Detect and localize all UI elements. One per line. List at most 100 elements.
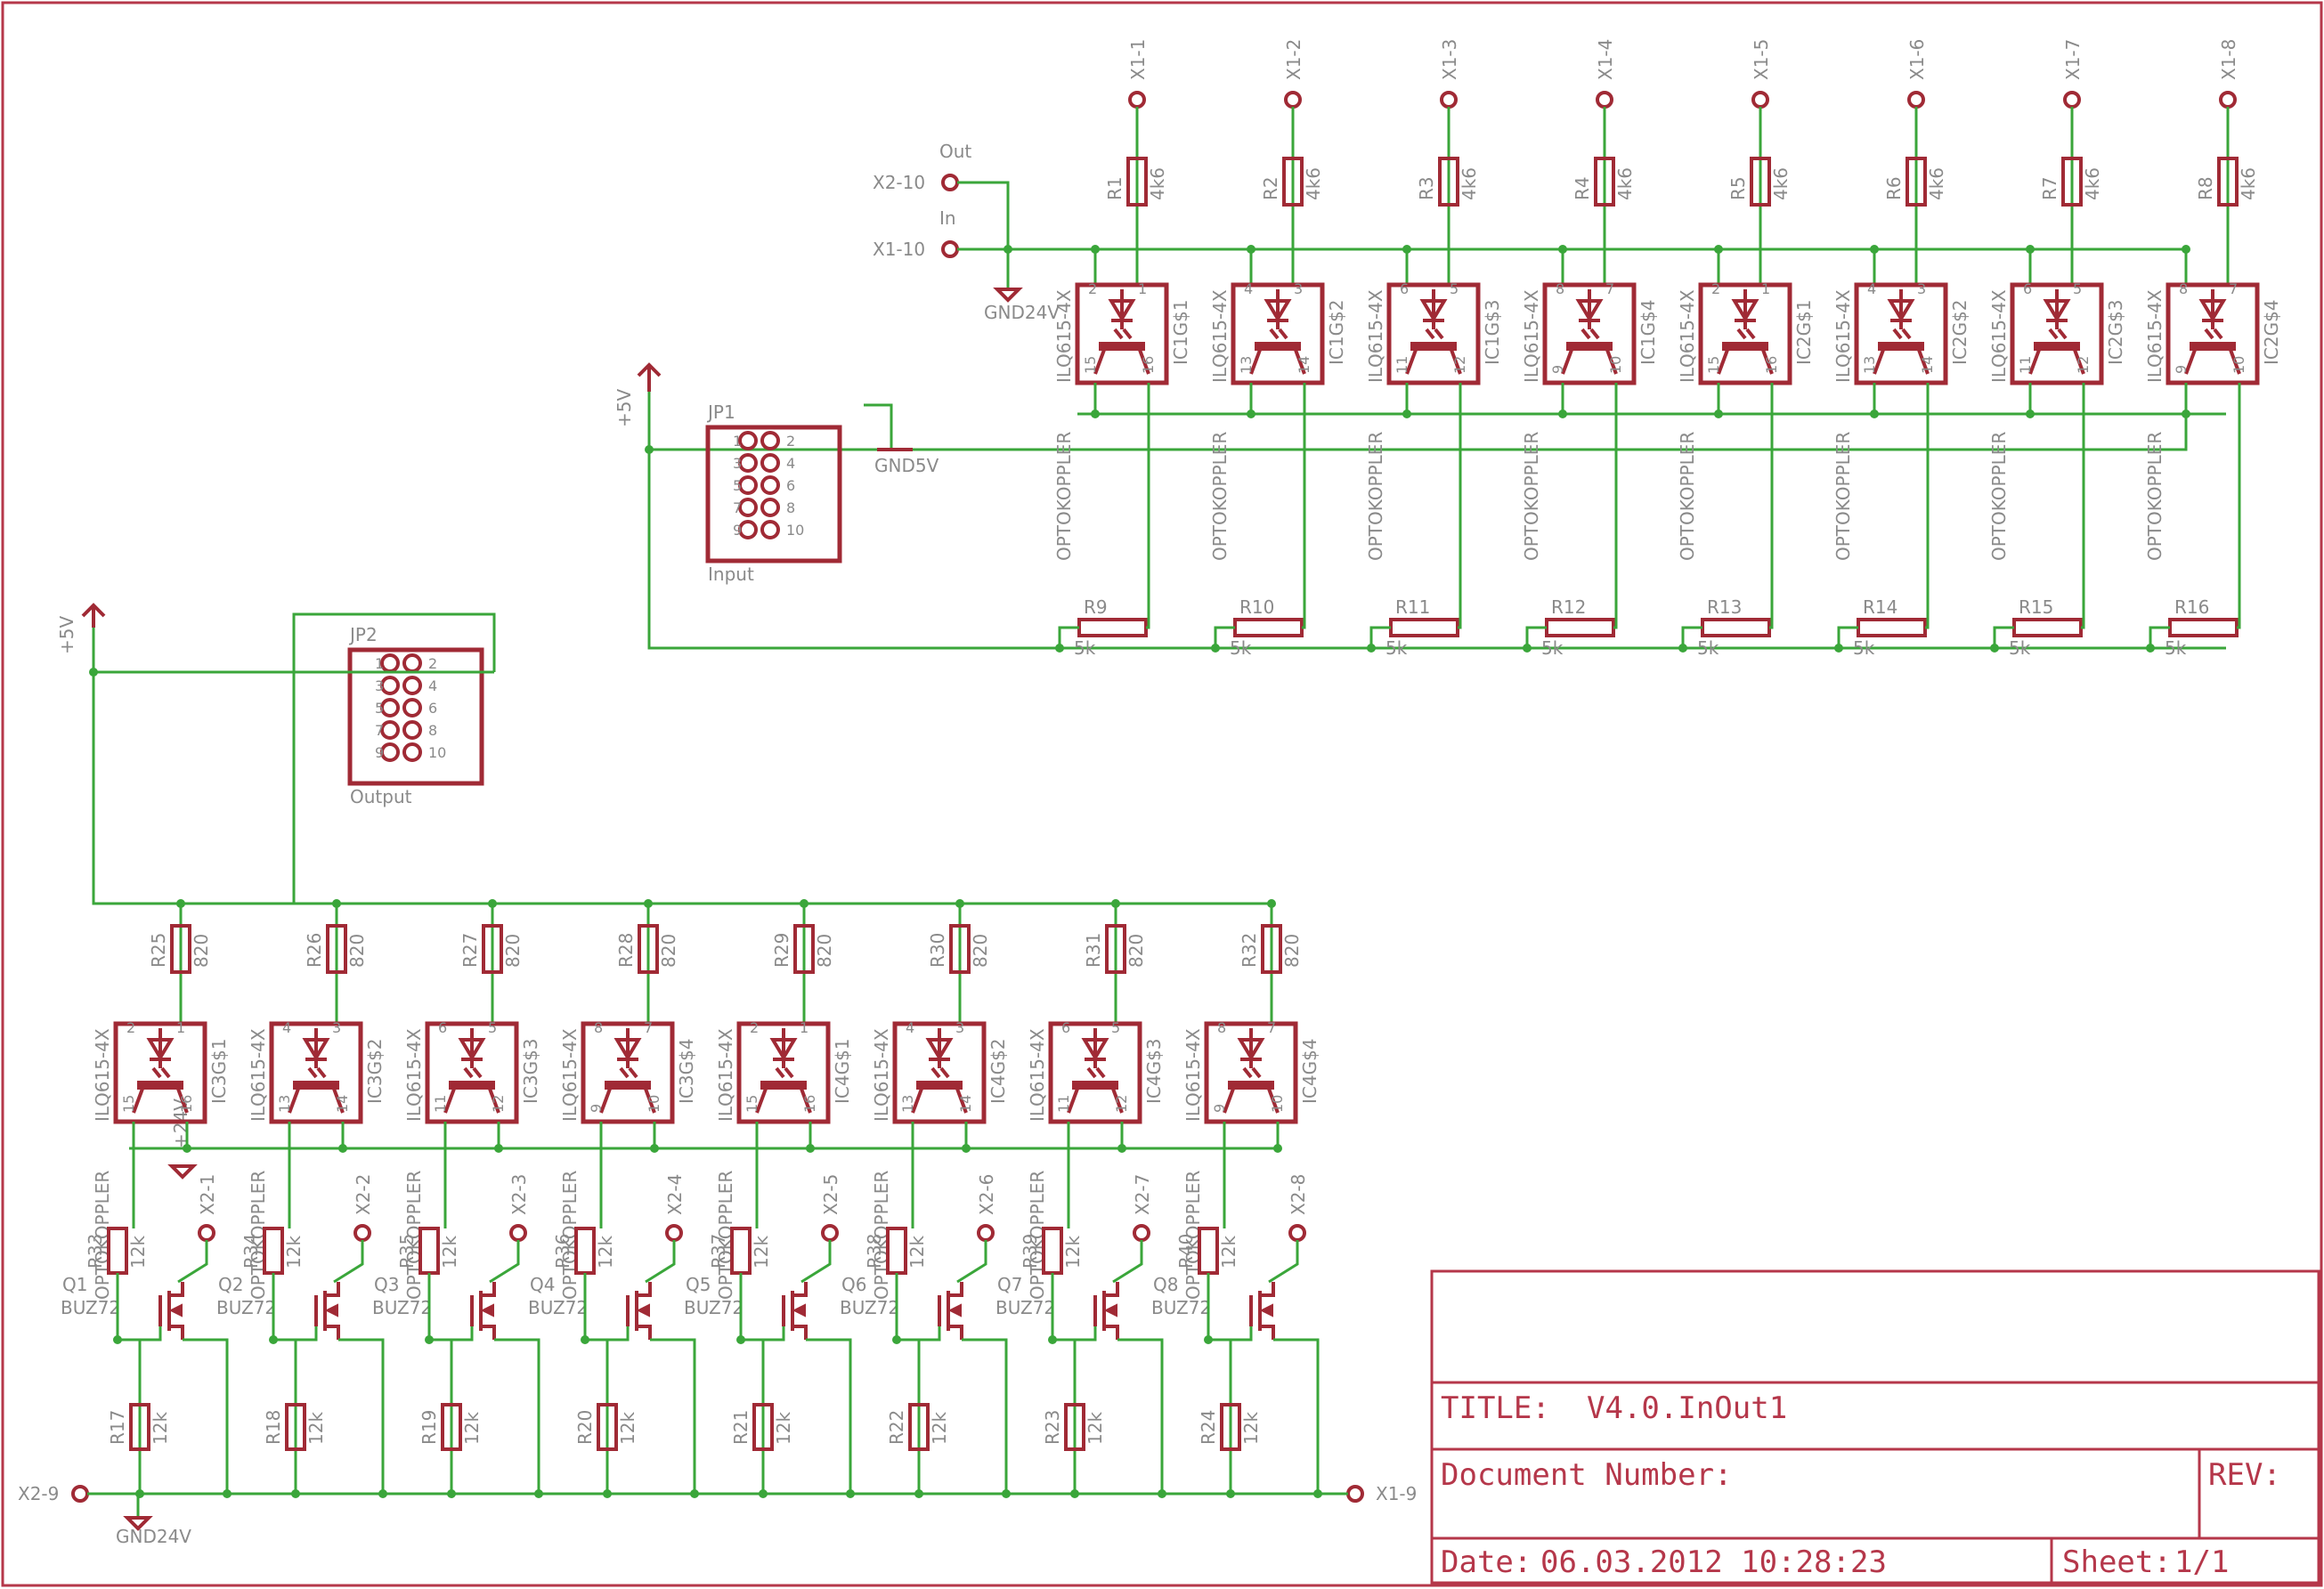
- bottom-pin-6-b: 3: [955, 1019, 964, 1036]
- bottom-pin-7-b: 5: [1111, 1019, 1120, 1036]
- top-pin-1-d: 16: [1140, 356, 1157, 374]
- top-pulldown-value-6: 5k: [1853, 637, 1875, 659]
- bottom-gate-resistor-name-8: R40: [1175, 1234, 1197, 1269]
- bottom-pin-5-b: 1: [800, 1019, 809, 1036]
- top-pulldown-value-5: 5k: [1697, 637, 1719, 659]
- bottom-terminal-8: [1288, 1224, 1306, 1242]
- bottom-pin-6-d: 14: [957, 1095, 974, 1113]
- gnd24v-label-top: GND24V: [984, 302, 1060, 323]
- top-part-2: ILQ615-4X: [1209, 289, 1231, 383]
- jp2-pin-7: [380, 720, 400, 740]
- bottom-resistor-value-8: 820: [1281, 934, 1303, 968]
- bottom-terminal-label-5: X2-5: [820, 1174, 841, 1215]
- jp1-pin-label-6: 6: [786, 477, 795, 494]
- bottom-pin-3-b: 5: [488, 1019, 497, 1036]
- bottom-terminal-label-2: X2-2: [353, 1174, 374, 1215]
- x1-10-terminal: [941, 240, 959, 258]
- mosfet-name-4: Q4: [530, 1274, 555, 1295]
- bottom-terminal-label-4: X2-4: [664, 1174, 686, 1215]
- top-pin-4-c: 9: [1549, 365, 1566, 374]
- bottom-ic-8: IC4G$4: [1299, 1038, 1320, 1104]
- bottom-low-resistor-name-4: R20: [574, 1410, 596, 1445]
- top-resistor-name-5: R5: [1727, 176, 1749, 200]
- top-type-4: OPTOKOPPLER: [1521, 432, 1542, 561]
- x2-10-terminal: [941, 174, 959, 191]
- top-resistor-value-4: 4k6: [1614, 167, 1636, 200]
- jp2-pin-9: [380, 742, 400, 762]
- bottom-pin-5-c: 15: [744, 1095, 760, 1113]
- top-pin-7-c: 11: [2017, 356, 2034, 374]
- mosfet-name-8: Q8: [1153, 1274, 1178, 1295]
- bottom-low-resistor-name-1: R17: [107, 1410, 128, 1445]
- top-pin-7-a: 6: [2023, 280, 2032, 297]
- top-pin-3-b: 5: [1450, 280, 1459, 297]
- bottom-part-8: ILQ615-4X: [1182, 1028, 1204, 1122]
- top-pin-6-d: 14: [1919, 356, 1936, 374]
- bottom-terminal-6: [977, 1224, 995, 1242]
- mosfet-name-7: Q7: [997, 1274, 1022, 1295]
- top-part-3: ILQ615-4X: [1365, 289, 1386, 383]
- jp1-pin-label-9: 9: [733, 522, 742, 539]
- jp2-pin-label-9: 9: [375, 744, 384, 761]
- jp2-pin-4: [402, 676, 422, 695]
- top-pulldown-name-3: R11: [1395, 596, 1430, 618]
- top-pulldown-value-2: 5k: [1230, 637, 1252, 659]
- top-pulldown-value-8: 5k: [2165, 637, 2187, 659]
- bottom-pin-2-d: 14: [334, 1095, 351, 1113]
- bottom-resistor-value-3: 820: [502, 934, 524, 968]
- bottom-part-3: ILQ615-4X: [403, 1028, 425, 1122]
- jp1-pin-1: [738, 431, 758, 450]
- bottom-low-resistor-value-5: 12k: [773, 1412, 794, 1445]
- bottom-terminal-4: [665, 1224, 683, 1242]
- date-label: Date:: [1441, 1544, 1532, 1580]
- gnd24v-label-bottom: GND24V: [116, 1526, 191, 1547]
- jp1-body: [705, 425, 842, 563]
- bottom-pin-1-c: 15: [120, 1095, 137, 1113]
- jp1-pin-5: [738, 475, 758, 495]
- top-terminal-label-7: X1-7: [2062, 39, 2084, 80]
- jp1-pin-8: [760, 498, 780, 517]
- top-pin-3-c: 11: [1394, 356, 1410, 374]
- top-pin-2-c: 13: [1238, 356, 1255, 374]
- bottom-pin-7-c: 11: [1055, 1095, 1072, 1113]
- top-pulldown-name-8: R16: [2174, 596, 2209, 618]
- document-number-label: Document Number:: [1441, 1457, 1733, 1493]
- top-pin-5-b: 1: [1761, 280, 1770, 297]
- bottom-low-resistor-value-7: 12k: [1085, 1412, 1106, 1445]
- bottom-gate-resistor-value-4: 12k: [595, 1236, 616, 1269]
- bottom-pin-4-d: 10: [646, 1095, 662, 1113]
- top-terminal-label-8: X1-8: [2218, 39, 2239, 80]
- bottom-ic-7: IC4G$3: [1143, 1038, 1165, 1104]
- jp1-pin-3: [738, 453, 758, 473]
- jp2-pin-label-8: 8: [428, 722, 437, 739]
- jp1-pin-label-4: 4: [786, 455, 795, 472]
- x2-9-label: X2-9: [18, 1483, 59, 1504]
- bottom-low-resistor-value-3: 12k: [461, 1412, 483, 1445]
- top-terminal-7: [2063, 91, 2081, 109]
- bottom-ic-3: IC3G$3: [520, 1038, 541, 1104]
- bottom-low-resistor-name-2: R18: [263, 1410, 284, 1445]
- bottom-gate-resistor-name-5: R37: [708, 1234, 729, 1269]
- mosfet-type-6: BUZ72: [840, 1297, 899, 1318]
- top-pin-8-b: 7: [2229, 280, 2238, 297]
- bottom-terminal-label-6: X2-6: [976, 1174, 997, 1215]
- top-pulldown-name-7: R15: [2019, 596, 2053, 618]
- bottom-low-resistor-name-3: R19: [418, 1410, 440, 1445]
- jp2-pin-10: [402, 742, 422, 762]
- mosfet-name-5: Q5: [686, 1274, 711, 1295]
